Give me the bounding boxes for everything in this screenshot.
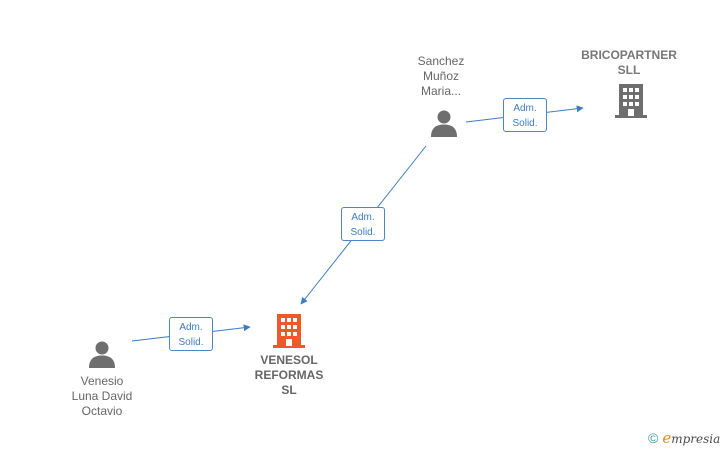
edge-role-line: Solid. [178,337,204,348]
edge-role-line: Solid. [350,227,376,238]
node-label-line: REFORMAS [254,368,324,382]
node-label-line: Venesio [80,374,124,388]
brand-logo: empresia [662,429,720,448]
edge-badge-sanchez-bricopartner[interactable]: Adm. Solid. [503,98,547,132]
building-icon[interactable] [615,84,647,118]
edge-badge-venesio-venesol[interactable]: Adm. Solid. [169,317,213,351]
footer-brand: © empresia [648,428,720,448]
node-label-line: VENESOL [260,353,318,367]
node-label-bricopartner[interactable]: BRICOPARTNER SLL [574,48,684,78]
copyright-symbol: © [648,430,659,446]
brand-name: mpresia [671,431,721,446]
node-label-venesol[interactable]: VENESOL REFORMAS SL [239,353,339,398]
brand-initial: e [662,428,672,447]
node-label-line: SLL [617,63,641,77]
edge-role-line: Solid. [512,118,538,129]
node-label-line: Sanchez [417,54,465,68]
node-label-line: Octavio [81,404,123,418]
node-label-line: Luna David [71,389,133,403]
node-label-line: Maria... [420,84,461,98]
edge-role-line: Adm. [513,103,537,114]
person-icon[interactable] [429,108,459,138]
node-label-sanchez[interactable]: Sanchez Muñoz Maria... [401,54,481,99]
node-label-line: BRICOPARTNER [581,48,677,62]
node-label-line: SL [281,383,297,397]
node-label-line: Muñoz [422,69,460,83]
node-label-venesio[interactable]: Venesio Luna David Octavio [54,374,150,419]
building-icon[interactable] [273,314,305,348]
edge-role-line: Adm. [179,322,203,333]
person-icon[interactable] [87,339,117,369]
edge-badge-sanchez-venesol[interactable]: Adm. Solid. [341,207,385,241]
edge-role-line: Adm. [351,212,375,223]
